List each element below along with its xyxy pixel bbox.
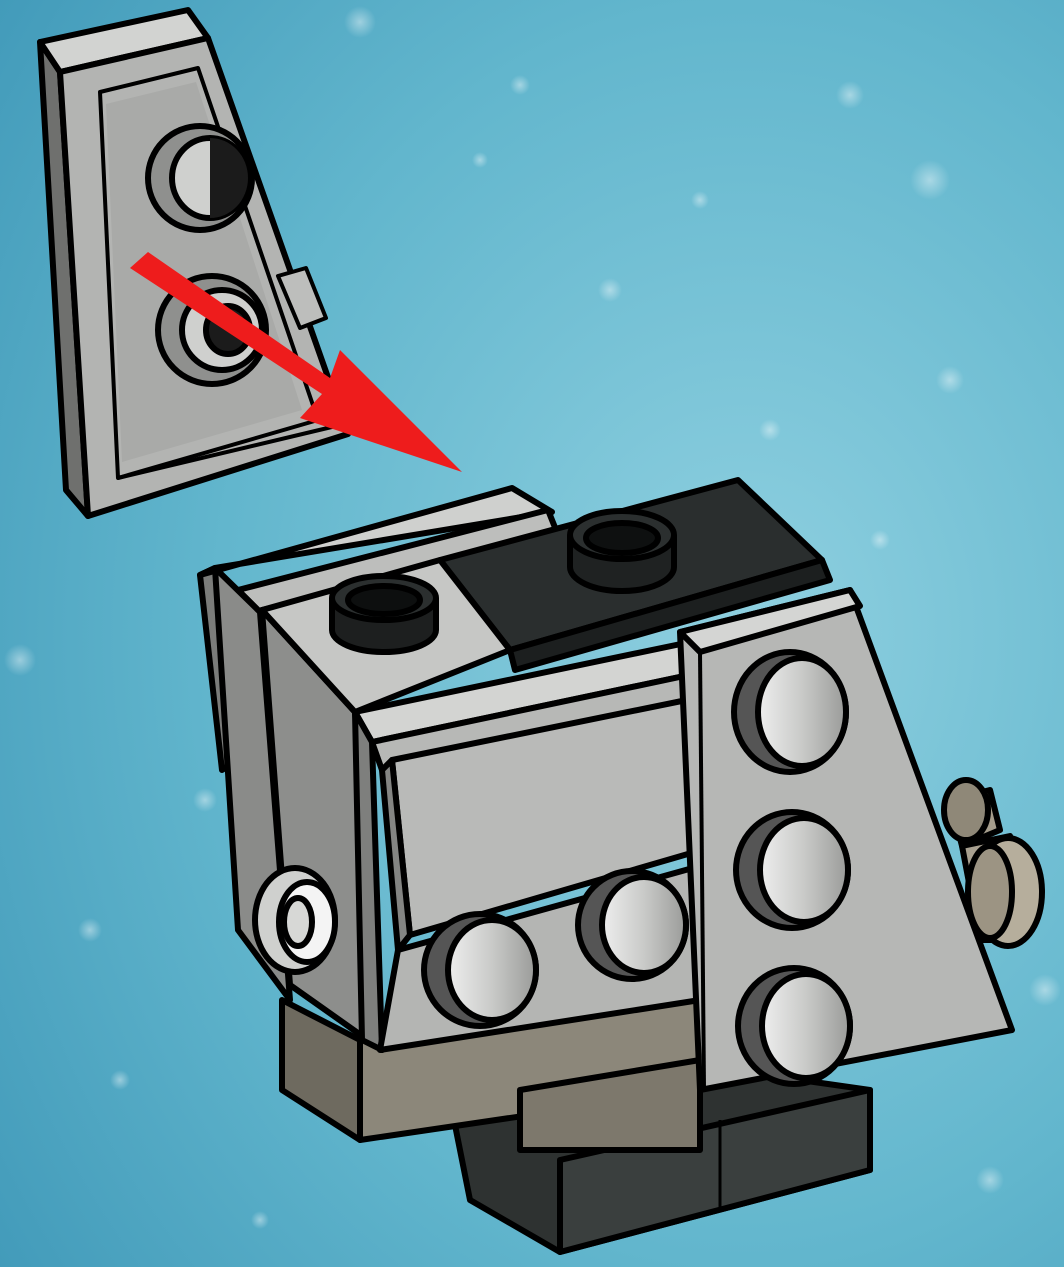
technic-pin-icon xyxy=(255,868,335,972)
stud-icon xyxy=(734,652,846,772)
stud-icon xyxy=(578,871,686,979)
stud-icon xyxy=(148,126,252,230)
stud-icon xyxy=(738,968,850,1084)
stud-icon xyxy=(570,511,674,591)
stud-icon xyxy=(332,576,436,652)
stud-icon xyxy=(736,812,848,928)
stud-icon xyxy=(424,914,536,1026)
